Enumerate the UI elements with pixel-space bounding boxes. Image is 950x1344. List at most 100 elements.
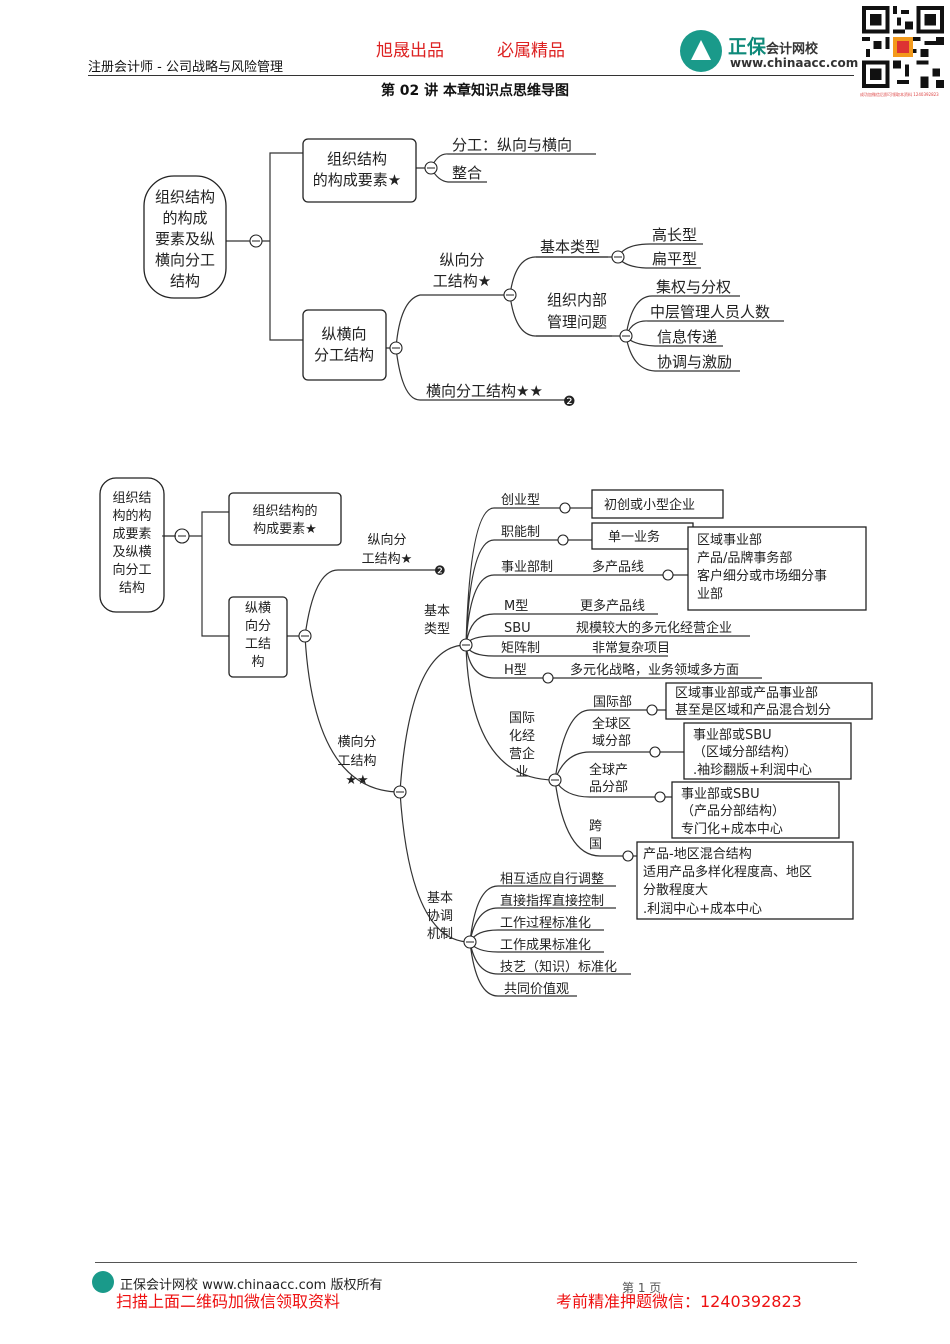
map1-item-integration: 整合 xyxy=(452,164,482,182)
map1-flat-type: 扁平型 xyxy=(652,250,697,268)
org-type-descriptions: 初创或小型企业 单一业务 多产品线 更多产品线 规模较大的多元化经营企业 非常复… xyxy=(570,497,739,678)
map1-internal-item: 协调与激励 xyxy=(657,353,732,371)
type-name-h-form: H型 xyxy=(504,663,527,678)
footer-copyright: 正保会计网校 www.chinaacc.com 版权所有 xyxy=(120,1278,383,1293)
map1-item-division: 分工：纵向与横向 xyxy=(452,136,572,154)
intl-box-line: （产品分部结构） xyxy=(681,804,785,819)
intl-box-line: 甚至是区域和产品混合划分 xyxy=(675,703,831,718)
map1-internal-label: 组织内部管理问题 xyxy=(547,291,607,331)
intl-box-line: .利润中心+成本中心 xyxy=(643,902,762,917)
division-line: 区域事业部 xyxy=(697,533,762,548)
map1-root-label: 组织结构的构成要素及纵横向分工结构 xyxy=(155,188,215,290)
logo-icon xyxy=(680,30,722,72)
map1-basic-types: 基本类型 xyxy=(540,238,600,256)
brand-logo: 正保会计网校 www.chinaacc.com xyxy=(680,30,860,74)
logo-name: 正保 xyxy=(728,36,767,58)
slogan-left: 旭晟出品 xyxy=(376,41,444,61)
intl-box-line: 专门化+成本中心 xyxy=(681,822,783,837)
type-desc-box xyxy=(591,522,694,550)
map1-internal-item: 集权与分权 xyxy=(656,278,731,296)
map2-vertical-label: 纵向分工结构★ xyxy=(362,532,413,567)
map2-basic-types-label: 基本类型 xyxy=(424,604,450,637)
type-desc: 多产品线 xyxy=(592,559,644,575)
header-rule xyxy=(88,75,854,76)
map1-horizontal-label: 横向分工结构★★ xyxy=(426,382,543,400)
promo-left: 扫描上面二维码加微信领取资料 xyxy=(116,1292,341,1311)
intl-box-line: （区域分部结构） xyxy=(693,745,797,760)
type-name-m-form: M型 xyxy=(504,599,528,614)
qr-code-icon xyxy=(862,6,944,88)
map2-structure-elements-label: 组织结构的构成要素★ xyxy=(252,503,317,537)
footer-logo-icon xyxy=(92,1271,114,1293)
logo-suffix: 会计网校 xyxy=(766,42,819,57)
intl-box-line: 事业部或SBU xyxy=(681,787,760,802)
map1-tall-type: 高长型 xyxy=(652,226,697,244)
org-type-names: 创业型 职能制 事业部制 M型 SBU 矩阵制 H型 xyxy=(501,493,553,678)
slogan-right: 必属精品 xyxy=(497,41,565,61)
intl-item-international-division: 国际部 xyxy=(593,695,632,710)
division-detail-text: 区域事业部 产品/品牌事务部 客户细分或市场细分事 业部 xyxy=(697,533,827,602)
coord-item: 共同价值观 xyxy=(504,981,569,997)
document-subtitle: 注册会计师 - 公司战略与风险管理 xyxy=(88,60,283,75)
division-line: 客户细分或市场细分事 xyxy=(697,568,827,584)
page-number: 第 1 页 xyxy=(622,1281,662,1295)
type-desc: 初创或小型企业 xyxy=(604,497,695,513)
intl-box-line: 产品-地区混合结构 xyxy=(643,847,752,862)
coord-item: 直接指挥直接控制 xyxy=(500,893,604,909)
map2-intl-label: 国际化经营企业 xyxy=(509,711,535,780)
intl-detail-box xyxy=(665,682,873,720)
qr-note: 成功加微信后即可领取本资料 1240392823 xyxy=(860,92,939,97)
map1-structure-elements-node xyxy=(302,138,417,203)
map2-structure-elements-node xyxy=(228,492,342,546)
type-desc: 非常复杂项目 xyxy=(592,641,670,656)
intl-item-transnational: 跨国 xyxy=(589,819,602,852)
map2-root-node xyxy=(99,477,165,613)
intl-item-global-area: 全球区域分部 xyxy=(592,716,631,749)
intl-item-global-product: 全球产品分部 xyxy=(589,762,628,795)
map1-internal-item: 信息传递 xyxy=(657,328,717,346)
type-desc: 更多产品线 xyxy=(580,598,645,614)
division-line: 业部 xyxy=(697,587,723,602)
coord-item: 技艺（知识）标准化 xyxy=(500,959,617,975)
footer-rule xyxy=(95,1262,857,1263)
mind-map-canvas: 组织结构的构成要素及纵横向分工结构 组织结构的构成要素★ 纵横向分工结构 分工：… xyxy=(99,136,873,997)
map2-link-icon: ❷ xyxy=(434,564,446,579)
map1-division-structure-node xyxy=(302,309,387,381)
map1-structure-elements-label: 组织结构的构成要素★ xyxy=(313,150,401,189)
intl-box-line: 分散程度大 xyxy=(643,882,708,898)
intl-detail-text: 区域事业部或产品事业部 甚至是区域和产品混合划分 事业部或SBU （区域分部结构… xyxy=(643,686,831,917)
intl-box-line: 事业部或SBU xyxy=(693,728,772,743)
intl-detail-box xyxy=(636,841,854,920)
division-detail-box xyxy=(687,526,867,611)
intl-box-line: .袖珍翻版+利润中心 xyxy=(693,763,812,778)
type-desc-box xyxy=(591,489,724,519)
map2-division-structure-node xyxy=(228,596,288,678)
map1-division-label: 纵横向分工结构 xyxy=(314,325,374,364)
map1-internal-item: 中层管理人员人数 xyxy=(650,303,770,321)
type-name-divisional: 事业部制 xyxy=(501,560,553,575)
coord-item: 相互适应自行调整 xyxy=(500,871,604,887)
division-line: 产品/品牌事务部 xyxy=(697,550,792,566)
logo-url: www.chinaacc.com xyxy=(730,56,859,70)
intl-box-line: 适用产品多样化程度高、地区 xyxy=(643,864,812,880)
coord-item: 工作过程标准化 xyxy=(500,916,591,931)
map1-link-icon: ❷ xyxy=(563,394,576,410)
map2-horizontal-label: 横向分工结构★★ xyxy=(337,734,376,788)
map2-root-label: 组织结构的构成要素及纵横向分工结构 xyxy=(112,491,151,596)
type-desc: 多元化战略，业务领域多方面 xyxy=(570,662,739,678)
coordination-items: 相互适应自行调整 直接指挥直接控制 工作过程标准化 工作成果标准化 技艺（知识）… xyxy=(500,871,617,997)
map1-root-node xyxy=(143,175,227,299)
type-name-sbu: SBU xyxy=(504,621,531,636)
type-name-entrepreneurial: 创业型 xyxy=(501,493,540,508)
intl-box-line: 区域事业部或产品事业部 xyxy=(675,686,818,701)
type-name-functional: 职能制 xyxy=(501,525,540,540)
type-desc: 单一业务 xyxy=(608,529,660,545)
intl-detail-box xyxy=(671,781,840,839)
map2-division-label: 纵横向分工结构 xyxy=(245,601,271,670)
map1-vertical-label: 纵向分工结构★ xyxy=(433,251,491,290)
coord-item: 工作成果标准化 xyxy=(500,938,591,953)
type-desc: 规模较大的多元化经营企业 xyxy=(576,620,732,636)
promo-right: 考前精准押题微信：1240392823 xyxy=(556,1292,802,1311)
intl-detail-box xyxy=(683,722,852,780)
map2-coord-label: 基本协调机制 xyxy=(427,891,453,942)
